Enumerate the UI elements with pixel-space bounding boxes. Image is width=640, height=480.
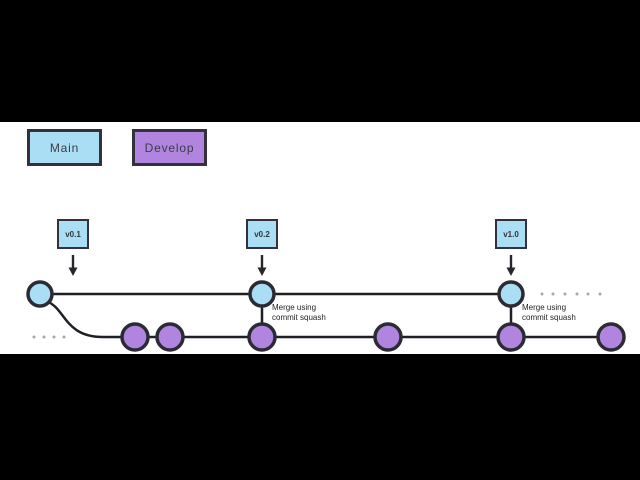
commit-node-develop <box>155 322 185 352</box>
merge-annotation-2-line2: commit squash <box>522 313 576 322</box>
merge-annotation-1-line1: Merge using <box>272 303 317 312</box>
tag-v1.0-label: v1.0 <box>503 229 519 239</box>
merge-annotation-1-line2: commit squash <box>272 313 326 322</box>
merge-annotation-1: Merge using commit squash <box>272 303 332 323</box>
legend-main-box: Main <box>27 129 102 166</box>
commit-node-develop <box>496 322 526 352</box>
tag-arrow-v10 <box>506 255 516 276</box>
git-flow-diagram <box>26 255 626 352</box>
ellipsis-dot <box>586 292 590 296</box>
ellipsis-dot <box>598 292 602 296</box>
tag-arrow-v02 <box>257 255 267 276</box>
tag-v0.2-label: v0.2 <box>254 229 270 239</box>
legend-main-label: Main <box>49 140 80 155</box>
merge-annotation-2: Merge using commit squash <box>522 303 582 323</box>
ellipsis-dot <box>563 292 567 296</box>
commit-node-develop <box>247 322 277 352</box>
main-commit-nodes <box>26 280 525 308</box>
ellipsis-dot <box>575 292 579 296</box>
tag-v0.1-label: v0.1 <box>65 229 81 239</box>
legend-develop-label: Develop <box>144 140 195 155</box>
ellipsis-dot <box>551 292 555 296</box>
ellipsis-dot <box>540 292 544 296</box>
commit-node-develop <box>120 322 150 352</box>
tag-arrow-v01 <box>68 255 78 276</box>
branch-fork-curve <box>45 299 104 339</box>
commit-node-develop <box>373 322 403 352</box>
arrow-head-icon <box>68 267 78 276</box>
diagram-canvas: Main Develop v0.1 v0.2 v1.0 Merge using … <box>0 122 640 354</box>
arrow-head-icon <box>506 267 516 276</box>
ellipsis-dot <box>62 335 66 339</box>
commit-node-develop <box>596 322 626 352</box>
tag-v0.2: v0.2 <box>246 219 278 249</box>
commit-node-main <box>497 280 525 308</box>
ellipsis-dot <box>32 335 36 339</box>
ellipsis-dot <box>42 335 46 339</box>
commit-node-main <box>26 280 54 308</box>
merge-annotation-2-line1: Merge using <box>522 303 567 312</box>
tag-v1.0: v1.0 <box>495 219 527 249</box>
develop-continuation-dots <box>32 335 66 339</box>
main-continuation-dots <box>540 292 602 296</box>
arrow-head-icon <box>257 267 267 276</box>
develop-commit-nodes <box>120 322 626 352</box>
ellipsis-dot <box>52 335 56 339</box>
tag-v0.1: v0.1 <box>57 219 89 249</box>
legend-develop-box: Develop <box>132 129 207 166</box>
commit-node-main <box>248 280 276 308</box>
